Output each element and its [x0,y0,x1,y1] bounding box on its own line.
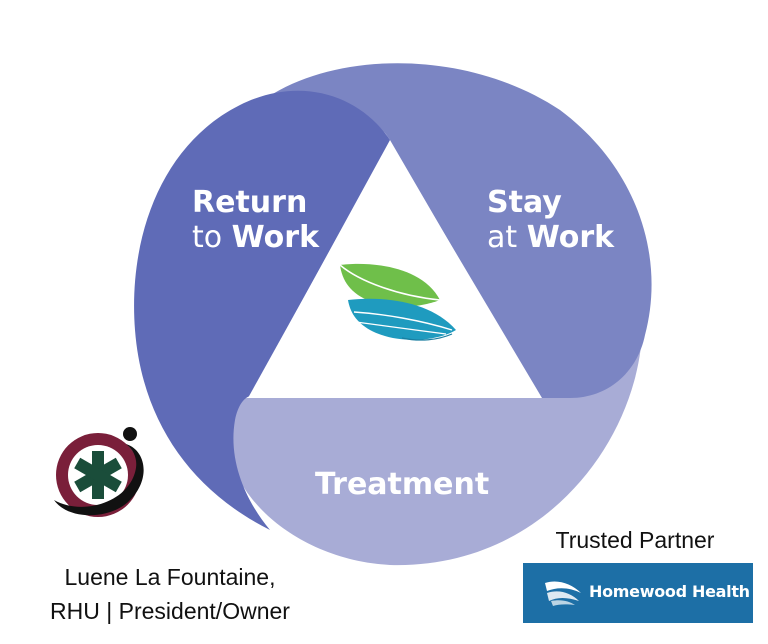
homewood-health-logo: Homewood Health [523,563,753,623]
homewood-wave-icon [545,581,581,606]
svg-text:at Work: at Work [487,220,615,255]
partner-heading: Trusted Partner [555,527,715,553]
svg-text:Stay: Stay [487,185,562,220]
segment-label-treatment: Treatment [315,467,489,502]
svg-text:to Work: to Work [192,220,320,255]
segment-treatment [229,290,643,566]
segment-return [134,90,390,530]
owner-title: RHU | President/Owner [50,598,290,624]
leaf-hand-icon [339,263,456,341]
partner-name: Homewood Health [589,582,750,601]
segment-label-stay-line2: Work [527,220,615,255]
segment-label-return-line2: Work [232,220,320,255]
segment-label-stay-prefix: at [487,220,527,255]
segment-label-stay-line1: Stay [487,185,562,220]
svg-text:Return: Return [192,185,307,220]
segment-label-return-prefix: to [192,220,232,255]
segment-stay [268,63,652,398]
owner-name: Luene La Fountaine, [64,564,276,590]
segment-label-return-line1: Return [192,185,307,220]
medical-star-person-logo [54,427,144,517]
